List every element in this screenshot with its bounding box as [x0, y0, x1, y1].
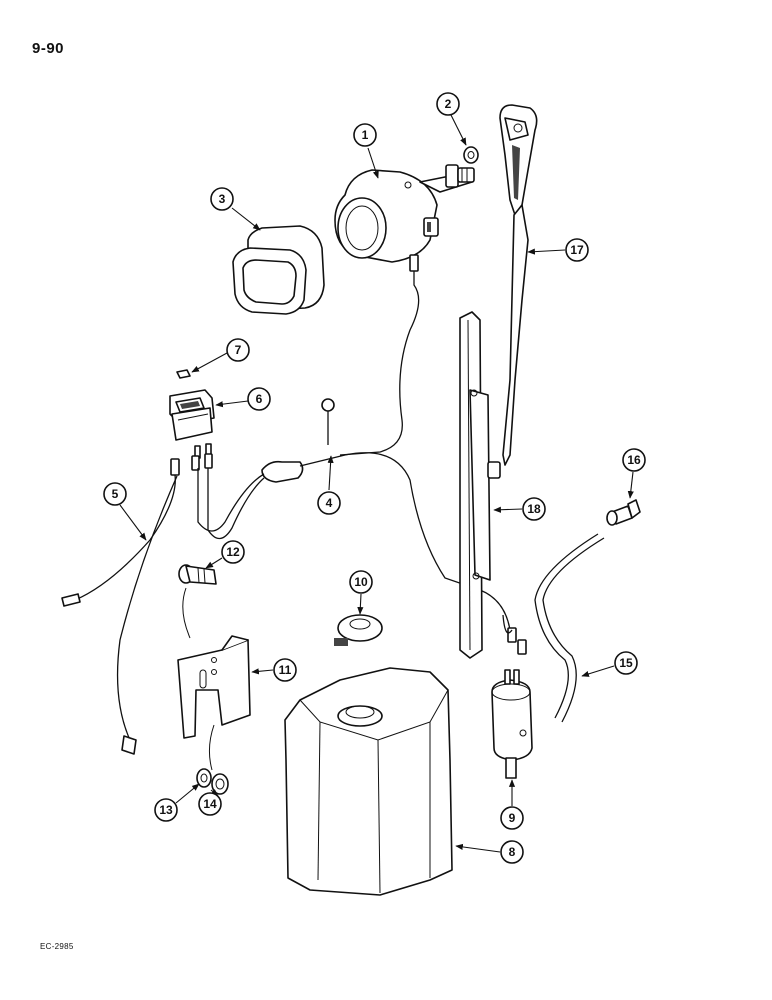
nut-drawing: [211, 773, 229, 795]
svg-text:18: 18: [527, 502, 541, 516]
callout-4: 4: [317, 491, 341, 515]
svg-text:15: 15: [619, 656, 633, 670]
wiper-blade-drawing: [459, 311, 501, 659]
svg-text:10: 10: [354, 575, 368, 589]
drawing-code: EC-2985: [40, 942, 74, 951]
callout-17: 17: [565, 238, 589, 262]
svg-text:11: 11: [279, 663, 292, 677]
svg-text:13: 13: [159, 803, 173, 817]
washer-drawing: [463, 146, 479, 164]
leader-lines: [119, 114, 634, 853]
bolt-drawing: [178, 564, 217, 585]
page-number: 9-90: [32, 40, 65, 57]
svg-text:14: 14: [203, 797, 217, 811]
callout-7: 7: [226, 338, 250, 362]
callout-12: 12: [221, 540, 245, 564]
lock-washer-drawing: [196, 768, 212, 788]
wiper-arm-drawing: [499, 104, 538, 466]
svg-text:2: 2: [445, 97, 452, 111]
callout-2: 2: [436, 92, 460, 116]
wiper-motor-drawing: [334, 164, 475, 263]
jet-nozzle-drawing: [606, 499, 641, 526]
svg-text:6: 6: [256, 392, 263, 406]
callout-11: 11: [273, 658, 297, 682]
svg-text:5: 5: [112, 487, 119, 501]
mounting-bracket-drawing: [177, 635, 251, 739]
svg-text:16: 16: [627, 453, 641, 467]
callout-8: 8: [500, 840, 524, 864]
callout-15: 15: [614, 651, 638, 675]
rocker-switch-drawing: [169, 389, 215, 459]
callout-16: 16: [622, 448, 646, 472]
callout-9: 9: [500, 806, 524, 830]
callout-10: 10: [349, 570, 373, 594]
switch-lens-drawing: [176, 369, 191, 379]
svg-text:7: 7: [235, 343, 242, 357]
svg-text:3: 3: [219, 192, 226, 206]
callout-18: 18: [522, 497, 546, 521]
callout-3: 3: [210, 187, 234, 211]
svg-text:1: 1: [362, 128, 369, 142]
svg-text:9: 9: [509, 811, 516, 825]
washer-pump-drawing: [491, 669, 533, 779]
rubber-boot-drawing: [232, 225, 325, 315]
callout-1: 1: [353, 123, 377, 147]
svg-text:8: 8: [509, 845, 516, 859]
svg-text:4: 4: [326, 496, 333, 510]
callout-14: 14: [198, 792, 222, 816]
svg-text:17: 17: [570, 243, 584, 257]
washer-tube-drawing: [534, 533, 605, 723]
callout-6: 6: [247, 387, 271, 411]
wire-harness-drawing: [61, 453, 213, 755]
callout-5: 5: [103, 482, 127, 506]
washer-reservoir-drawing: [284, 667, 453, 896]
callout-13: 13: [154, 798, 178, 822]
grommet-drawing: [334, 614, 383, 646]
motor-wiring-harness-drawing: [197, 254, 527, 655]
svg-text:12: 12: [226, 545, 240, 559]
